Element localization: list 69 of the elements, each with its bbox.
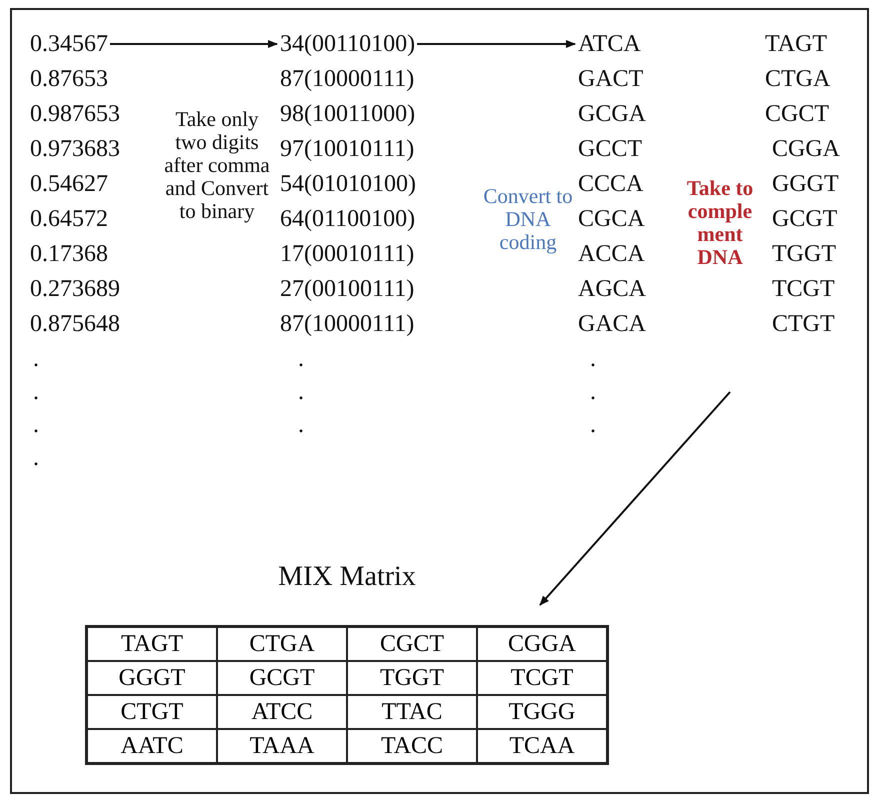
dna-sequence: GCCT bbox=[578, 135, 642, 163]
table-cell: AATC bbox=[87, 729, 217, 763]
table-cell: GCGT bbox=[217, 661, 347, 695]
arrow bbox=[110, 40, 278, 48]
number-value: 0.87653 bbox=[30, 65, 108, 93]
dna-sequence: GCGA bbox=[578, 100, 646, 128]
complement-sequence: TGGT bbox=[772, 240, 836, 268]
table-cell: CGGA bbox=[477, 627, 607, 661]
dot-mark: . bbox=[33, 378, 39, 406]
table-cell: TCGT bbox=[477, 661, 607, 695]
number-value: 0.273689 bbox=[30, 275, 120, 303]
step-note: Convert to DNA coding bbox=[482, 185, 574, 254]
number-value: 0.54627 bbox=[30, 170, 108, 198]
binary-value: 87(10000111) bbox=[280, 310, 414, 338]
dot-mark: . bbox=[298, 411, 304, 439]
table-cell: CTGA bbox=[217, 627, 347, 661]
binary-value: 17(00010111) bbox=[280, 240, 414, 268]
table-cell: TAAA bbox=[217, 729, 347, 763]
binary-value: 27(00100111) bbox=[280, 275, 414, 303]
binary-value: 34(00110100) bbox=[280, 30, 416, 58]
complement-sequence: CGGA bbox=[772, 135, 840, 163]
dna-sequence: CCCA bbox=[578, 170, 644, 198]
complement-sequence: CTGT bbox=[772, 310, 835, 338]
number-value: 0.34567 bbox=[30, 30, 108, 58]
table-cell: TAGT bbox=[87, 627, 217, 661]
step-note: Take to comple ment DNA bbox=[686, 177, 754, 269]
table-cell: TACC bbox=[347, 729, 477, 763]
dna-sequence: CGCA bbox=[578, 205, 645, 233]
number-value: 0.17368 bbox=[30, 240, 108, 268]
binary-value: 98(10011000) bbox=[280, 100, 416, 128]
dot-mark: . bbox=[590, 345, 596, 373]
arrow bbox=[417, 40, 576, 48]
dot-mark: . bbox=[33, 345, 39, 373]
binary-value: 54(01010100) bbox=[280, 170, 416, 198]
complement-sequence: GGGT bbox=[772, 170, 839, 198]
arrow bbox=[539, 391, 731, 606]
dot-mark: . bbox=[33, 444, 39, 472]
dot-mark: . bbox=[33, 411, 39, 439]
binary-value: 87(10000111) bbox=[280, 65, 414, 93]
table-cell: GGGT bbox=[87, 661, 217, 695]
table-cell: TGGG bbox=[477, 695, 607, 729]
table-title: MIX Matrix bbox=[277, 563, 417, 591]
number-value: 0.875648 bbox=[30, 310, 120, 338]
table-cell: TCAA bbox=[477, 729, 607, 763]
complement-sequence: TAGT bbox=[765, 30, 828, 58]
dot-mark: . bbox=[298, 378, 304, 406]
table-cell: CGCT bbox=[347, 627, 477, 661]
dot-mark: . bbox=[590, 378, 596, 406]
table-cell: CTGT bbox=[87, 695, 217, 729]
dna-sequence: GACT bbox=[578, 65, 644, 93]
table-cell: TGGT bbox=[347, 661, 477, 695]
dna-sequence: GACA bbox=[578, 310, 646, 338]
number-value: 0.64572 bbox=[30, 205, 108, 233]
dna-sequence: ACCA bbox=[578, 240, 645, 268]
table-cell: ATCC bbox=[217, 695, 347, 729]
number-value: 0.973683 bbox=[30, 135, 120, 163]
dot-mark: . bbox=[298, 345, 304, 373]
complement-sequence: TCGT bbox=[772, 275, 835, 303]
complement-sequence: GCGT bbox=[772, 205, 838, 233]
complement-sequence: CGCT bbox=[765, 100, 830, 128]
dna-sequence: AGCA bbox=[578, 275, 646, 303]
binary-value: 64(01100100) bbox=[280, 205, 416, 233]
complement-sequence: CTGA bbox=[765, 65, 830, 93]
dna-sequence: ATCA bbox=[578, 30, 641, 58]
number-value: 0.987653 bbox=[30, 100, 120, 128]
step-note: Take only two digits after comma and Convert to binary bbox=[163, 108, 271, 223]
dot-mark: . bbox=[590, 411, 596, 439]
table-cell: TTAC bbox=[347, 695, 477, 729]
binary-value: 97(10010111) bbox=[280, 135, 414, 163]
